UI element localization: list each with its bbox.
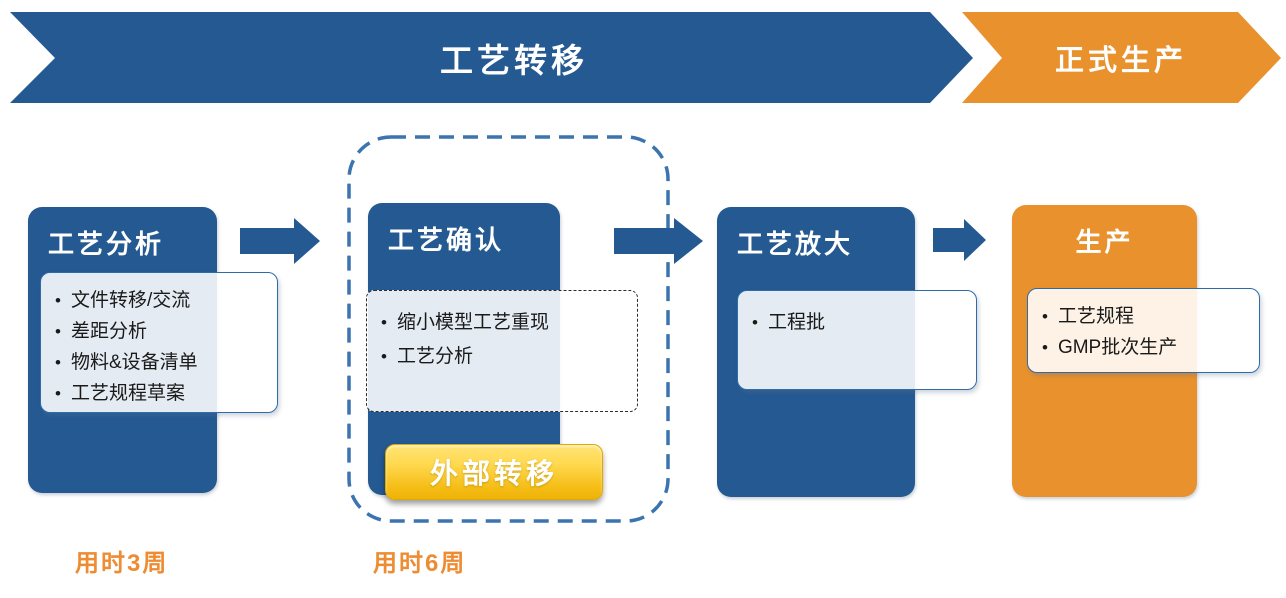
- list-item: 差距分析: [41, 316, 277, 347]
- process-transfer-chevron-shape: [10, 12, 973, 103]
- list-box-process-analysis: 文件转移/交流 差距分析 物料&设备清单 工艺规程草案: [40, 272, 278, 413]
- stage-title-process-confirmation: 工艺确认: [388, 225, 505, 255]
- arrow-right-icon: [933, 219, 986, 261]
- stage-title-production: 生产: [1075, 227, 1134, 257]
- banner-chevrons: [10, 12, 1281, 103]
- list-item: 文件转移/交流: [41, 285, 277, 316]
- banner-process-transfer-label: 工艺转移: [440, 41, 588, 79]
- list-box-process-confirmation: 缩小模型工艺重现 工艺分析: [366, 290, 638, 412]
- list-item: 工艺规程: [1028, 301, 1259, 332]
- duration-label-stage2: 用时6周: [373, 550, 467, 577]
- list-item: 工艺分析: [367, 340, 637, 374]
- duration-label-stage1: 用时3周: [75, 550, 169, 577]
- list-box-production: 工艺规程 GMP批次生产: [1027, 288, 1260, 373]
- external-transfer-button[interactable]: 外部转移: [385, 444, 603, 500]
- list-item: 工艺规程草案: [41, 378, 277, 409]
- list-box-process-scaleup: 工程批: [737, 290, 977, 390]
- arrow-right-icon: [240, 218, 320, 264]
- banner-formal-production-label: 正式生产: [1054, 44, 1187, 77]
- stage-title-process-scaleup: 工艺放大: [737, 229, 854, 259]
- external-transfer-dashed-container: [347, 135, 670, 523]
- list-item: 工程批: [738, 307, 976, 338]
- arrow-right-icon: [614, 218, 703, 264]
- list-item: 物料&设备清单: [41, 347, 277, 378]
- list-item: 缩小模型工艺重现: [367, 306, 637, 340]
- formal-production-chevron-shape: [962, 12, 1281, 103]
- stage-title-process-analysis: 工艺分析: [48, 229, 165, 259]
- list-item: GMP批次生产: [1028, 332, 1259, 363]
